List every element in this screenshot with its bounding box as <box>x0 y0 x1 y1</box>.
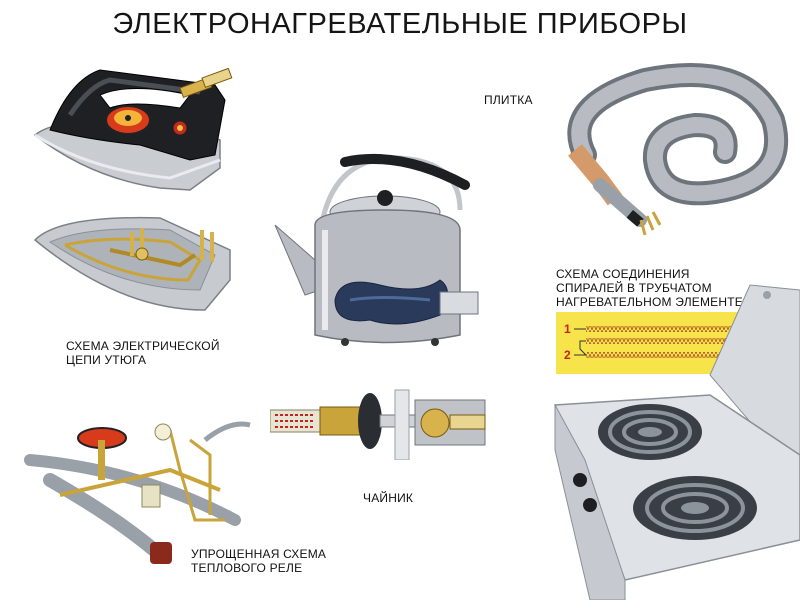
iron-circuit-illustration <box>33 216 231 311</box>
hotplate-spiral-illustration <box>567 63 789 236</box>
page-title: ЭЛЕКТРОНАГРЕВАТЕЛЬНЫЕ ПРИБОРЫ <box>112 8 688 40</box>
terminal-1-label: 1 <box>564 322 571 336</box>
kettle-heater-section-illustration <box>270 389 486 460</box>
thermal-relay-label: УПРОЩЕННАЯ СХЕМА ТЕПЛОВОГО РЕЛЕ <box>191 547 327 575</box>
kettle-illustration <box>274 153 479 346</box>
iron-illustration <box>33 67 233 191</box>
iron-circuit-label: СХЕМА ЭЛЕКТРИЧЕСКОЙ ЦЕПИ УТЮГА <box>66 339 220 367</box>
terminal-2-label: 2 <box>564 348 571 362</box>
thermal-relay-illustration <box>24 421 251 564</box>
plate-label: ПЛИТКА <box>484 93 533 107</box>
kettle-label: ЧАЙНИК <box>363 491 414 505</box>
electric-stove-illustration <box>553 284 800 600</box>
spiral-scheme-label: СХЕМА СОЕДИНЕНИЯ СПИРАЛЕЙ В ТРУБЧАТОМ НА… <box>556 267 743 309</box>
